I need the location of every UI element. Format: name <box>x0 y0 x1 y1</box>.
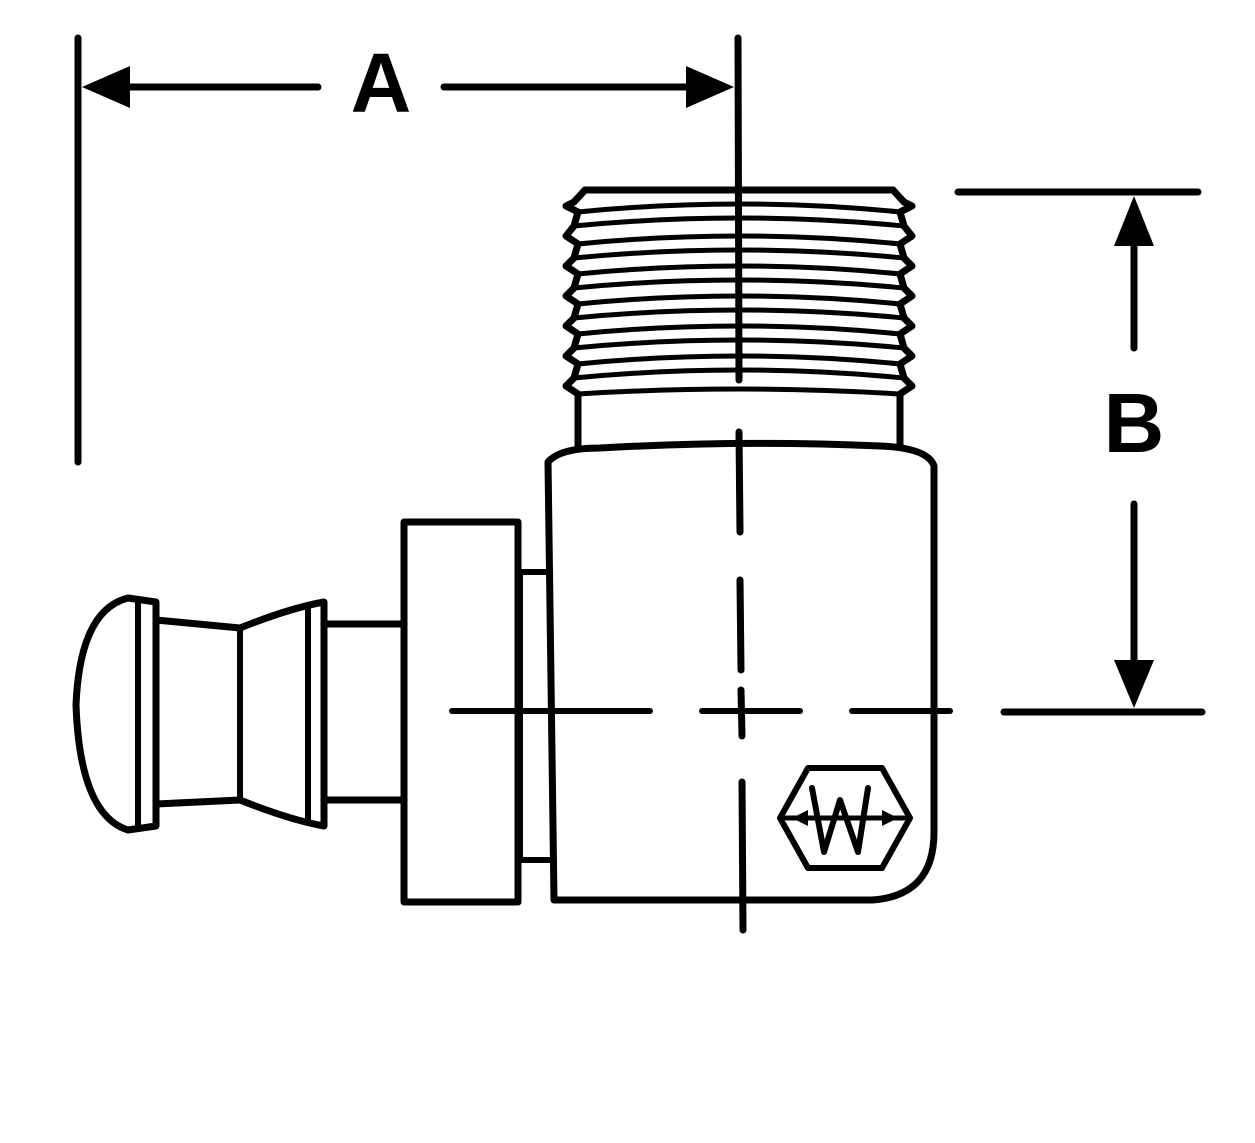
dimension-b-top-arrowhead <box>1114 196 1154 246</box>
dimension-a-label: A <box>351 36 412 130</box>
thread-crests <box>571 201 907 397</box>
center-lines <box>449 428 953 934</box>
barb-stem <box>320 620 408 804</box>
body-outline <box>544 439 938 904</box>
dimension-b-label: B <box>1104 376 1165 470</box>
side-collar <box>400 518 553 906</box>
vertical-center-line <box>735 428 747 934</box>
dimension-a: A <box>74 34 743 466</box>
dimension-b: B <box>954 188 1206 716</box>
threaded-stud <box>562 186 916 450</box>
hexagon-w-logo-icon <box>777 765 913 871</box>
barb-shank <box>152 598 328 830</box>
dimension-b-bottom-arrowhead <box>1114 660 1154 708</box>
barb-tip <box>72 594 160 834</box>
thread-right-profile <box>889 186 916 450</box>
dimension-a-right-arrowhead <box>686 66 734 108</box>
collar-neck <box>515 569 553 863</box>
fitting-body <box>544 439 938 904</box>
thread-left-profile <box>562 186 589 450</box>
dimension-a-right-extension-line <box>734 34 743 384</box>
dimension-a-left-arrowhead <box>82 66 130 108</box>
collar-flange <box>400 518 522 906</box>
hose-barb <box>72 594 408 834</box>
